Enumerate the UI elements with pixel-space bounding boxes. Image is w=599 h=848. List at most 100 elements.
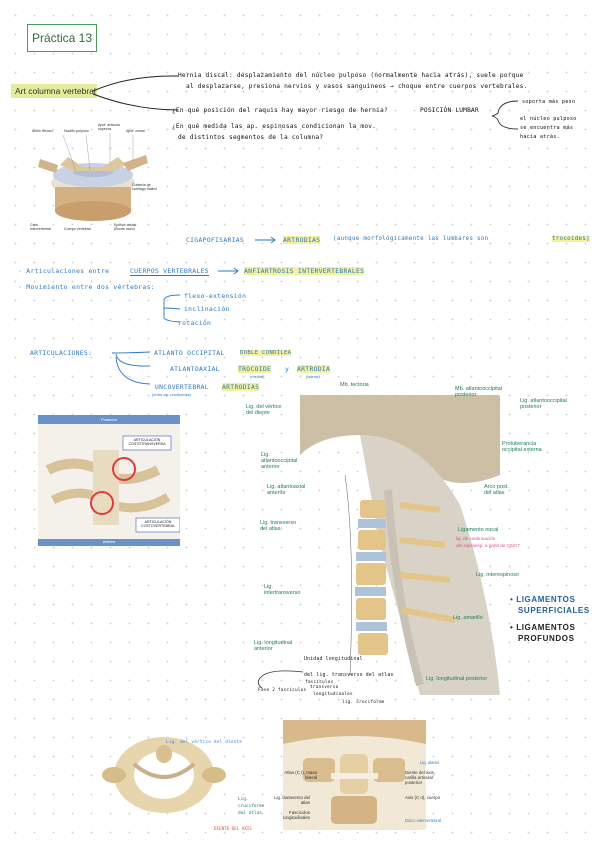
label-cartilago: Cubierta de cartílago hialino [132, 183, 158, 191]
question-2-line-2: de distintos segmentos de la columna? [178, 134, 324, 141]
atlanto-occipital: ATLANTO OCCIPITAL [154, 349, 225, 357]
neck-bottom-5: longitudinales [313, 692, 353, 697]
neck-right-label-2: Arco post. del atlas [484, 484, 509, 496]
axis-label-3: Fascículos longitudinales [283, 810, 310, 820]
mov-inclinacion: inclinación [184, 305, 230, 313]
bottom-mid-note-2: cruciforme [238, 804, 265, 809]
movimiento-branches [163, 294, 181, 323]
hernia-line-1: Hernia discal: desplazamiento del núcleo… [178, 72, 524, 79]
neck-left-label-1: Lig. del vértice del diente [246, 404, 282, 416]
answer-1: POSICIÓN LUMBAR [420, 107, 479, 114]
ligamentos-prof-1: • LIGAMENTOS [510, 623, 576, 632]
neck-left-label-5: Lig. transverso del atlas [260, 520, 297, 532]
label-anillo: Anillo fibroso [32, 129, 53, 133]
note-nucleo-3: hacia atrás. [520, 134, 560, 140]
neck-top-label-3: Lig. atlantooccipital posterior [520, 398, 567, 410]
artrodia: ARTRODIA [297, 365, 331, 373]
question-2-line-1: ¿En qué medida las ap. espinosas condici… [172, 123, 377, 130]
intervertebral-disc-figure: Anillo fibroso Núcleo pulposo Apóf. arti… [28, 115, 163, 243]
rib-articulation-figure: Posterior ARTICULACIÓN COSTOTRANSVERSA A… [38, 415, 180, 546]
articulaciones-branches [111, 351, 151, 385]
bottom-mid-note-1: Lig. [238, 797, 249, 802]
label-apof-costal: Apóf. costal [126, 129, 145, 133]
axis-posterior-figure [283, 720, 426, 830]
neck-left-label-6: Lig. longitudinal anterior [254, 640, 293, 652]
bottom-red-note: DIENTE DEL AXIS [214, 826, 252, 831]
cervical-sagittal-figure [300, 395, 500, 695]
section-label: Art columna vertebral [11, 84, 97, 98]
rib-illustration [45, 435, 180, 533]
page-title-box: Práctica 13 [27, 24, 97, 52]
trocoides-label: trocoides) [552, 236, 590, 242]
anfiartrosis: ANFIARTROSIS INTERVERTEBRALES [244, 267, 365, 275]
answer-bracket [491, 100, 519, 130]
movimiento-label: · Movimiento entre dos vértebras: [18, 283, 155, 291]
neck-top-label-2: Mb. atlantooccipital posterior [455, 386, 503, 398]
sub-medial: (medial) [250, 374, 265, 379]
label-nucleo: Núcleo pulposo [64, 129, 89, 133]
rib-figure-footer: Anterior [38, 539, 180, 546]
atlas-illustration [102, 737, 226, 813]
articulaciones-entre: · Articulaciones entre [18, 267, 110, 275]
label-epifisis: Epífisis anular (Borde óseo) [114, 223, 137, 231]
neck-illustration [300, 395, 500, 695]
question-1: ¿En qué posición del raquis hay mayor ri… [172, 107, 388, 114]
axis-illustration [283, 720, 426, 824]
hernia-line-2: al desplazarse, presiona nervios y vasos… [186, 83, 528, 90]
artrodias-note: (aunque morfológicamente las lumbares so… [333, 236, 489, 242]
axis-label-1: Atlas (C I), masa lateral [284, 770, 317, 780]
costovertebral-label: ARTICULACIÓN COSTOVERTEBRAL [140, 520, 176, 529]
label-cuerpo: Cuerpo vertebral [64, 227, 91, 231]
neck-top-label-1: Mb. tectoria [340, 382, 369, 388]
neck-right-label-6: Lig. longitudinal posterior [426, 676, 488, 682]
pink-note-2: del supraesp. a partir de C6/C7 [456, 543, 520, 548]
note-peso: soporta más peso [522, 99, 576, 105]
section-arrows [92, 75, 179, 111]
mov-rotacion: rotación [178, 319, 212, 327]
pink-note-1: lig. de continuación [456, 536, 496, 541]
axis-green-1: Lig. alares [420, 760, 440, 765]
neck-bottom-7: Fase 2 fascículos [258, 688, 307, 693]
neck-left-label-4: Lig. intertransverso [264, 584, 301, 596]
neck-left-label-2: Lig. atlantooccipital anterior [261, 452, 298, 470]
page-title: Práctica 13 [31, 31, 93, 45]
uncovertebral-artrodias: ARTRODIAS [222, 383, 260, 391]
label-cara: Cara intervertebral [30, 223, 51, 231]
neck-bottom-4: transverso [310, 685, 339, 690]
neck-right-label-3: Ligamento nucal [458, 527, 499, 533]
bottom-mid-note-3: del atlas [238, 811, 262, 816]
neck-left-label-3: Lig. atlantoaxial anterior [267, 484, 306, 496]
neck-right-label-5: Lig. amarillo [453, 615, 483, 621]
neck-right-label-4: Lig. interespinoso [476, 572, 520, 578]
neck-bottom-arrow [258, 670, 304, 689]
neck-bottom-6: lig. cruciforme [342, 700, 385, 705]
uncovertebral: UNCOVERTEBRAL [155, 383, 209, 391]
neck-bottom-2: del lig. transverso del atlas [304, 673, 394, 678]
cuerpos-vertebrales: CUERPOS VERTEBRALES [130, 267, 209, 276]
neck-right-label-1: Protuberancia occipital externa [502, 441, 542, 453]
cigapofisarias-label: CIGAPOFISARIAS [186, 236, 245, 244]
arrow-1 [255, 236, 276, 244]
note-nucleo-2: se encuentra más [520, 125, 574, 131]
ligamentos-sup-2: SUPERFICIALES [518, 606, 590, 615]
articulaciones-label: ARTICULACIONES: [30, 349, 93, 357]
axis-label-4: Diente del axis, carilla articular poste… [405, 770, 436, 785]
axis-label-5: Axis (C II), cuerpo [405, 795, 441, 800]
ligamentos-sup-1: • LIGAMENTOS [510, 595, 576, 604]
disc-illustration [38, 133, 148, 221]
rib-figure-header: Posterior [38, 415, 180, 424]
note-nucleo-1: el núcleo pulposo [520, 116, 577, 122]
costotransversa-label: ARTICULACIÓN COSTOTRANSVERSA [128, 438, 166, 447]
bottom-left-note: Lig. del vértice del diente [166, 739, 243, 744]
label-apof-articular: Apóf. articular superior [98, 123, 121, 131]
axis-label-2: Lig. transverso del atlas [274, 795, 310, 805]
doble-condilea: DOBLE CONDÍLEA [240, 350, 292, 356]
uncovertebral-sub: (entre ap. unciformes) [152, 392, 192, 397]
atlas-superior-figure [90, 720, 238, 823]
mov-flexo: flexo-extensión [184, 292, 247, 300]
axis-green-2: Disco intervertebral [405, 818, 442, 823]
ligamentos-prof-2: PROFUNDOS [518, 634, 575, 643]
atlantoaxial: ATLANTOAXIAL [170, 365, 220, 373]
atlantoaxial-y: y [285, 365, 290, 373]
neck-bottom-1: Unidad longitudinal [304, 657, 363, 662]
